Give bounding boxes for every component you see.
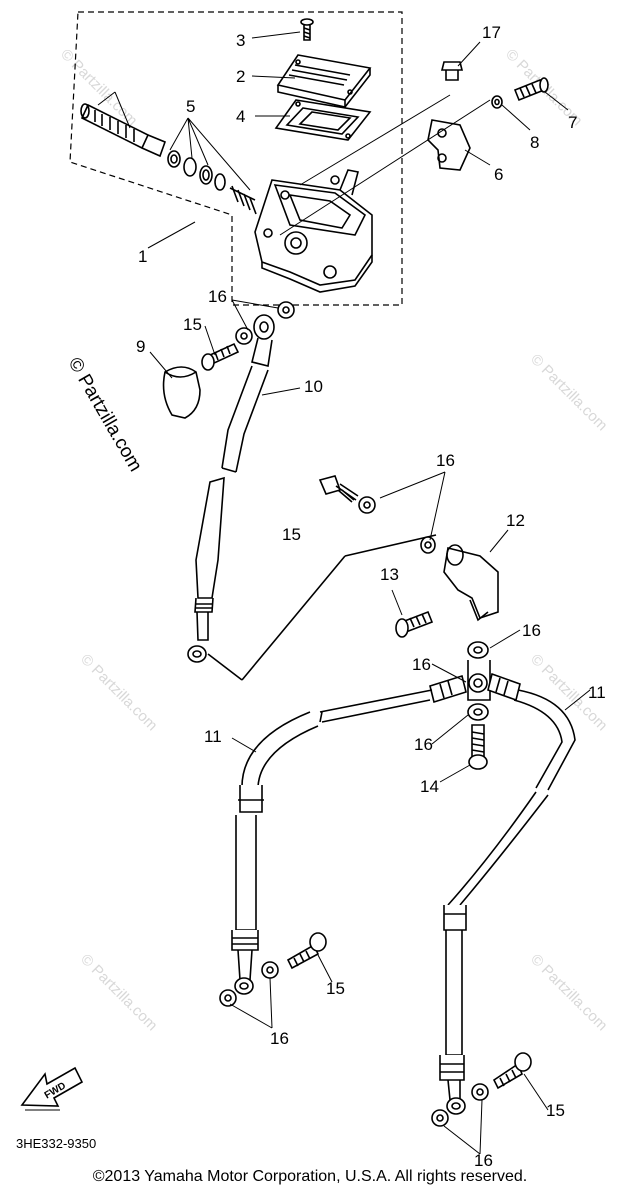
callout-label: 15 [546, 1101, 565, 1120]
screw-3 [300, 18, 314, 41]
callout-label: 6 [494, 165, 503, 184]
fwd-arrow-icon: FWD [20, 1066, 84, 1111]
part-number-code: 3HE332-9350 [16, 1136, 96, 1151]
callout-label: 16 [522, 621, 541, 640]
watermark: © Partzilla.com [77, 951, 160, 1034]
callout-labels: 3 2 5 4 17 7 8 6 1 16 15 9 10 16 15 12 1… [136, 23, 606, 1170]
watermark: © Partzilla.com [77, 651, 160, 734]
callout-label: 15 [326, 979, 345, 998]
diaphragm-4 [274, 99, 372, 141]
bolt-7 [513, 77, 549, 102]
watermark: © Partzilla.com [527, 951, 610, 1034]
assembly-dashed-outline [69, 11, 403, 306]
callout-label: 10 [304, 377, 323, 396]
callout-label: 16 [436, 451, 455, 470]
cap-17 [440, 61, 464, 81]
callout-label: 16 [208, 287, 227, 306]
callout-label: 16 [414, 735, 433, 754]
callout-label: 16 [474, 1151, 493, 1170]
callout-label: 12 [506, 511, 525, 530]
lower-hoses-group [219, 641, 576, 1127]
leader-lines-joint [379, 471, 509, 616]
piston-kit-5 [80, 103, 257, 215]
callout-label: 2 [236, 67, 245, 86]
cover-9 [162, 366, 201, 419]
copyright-notice: ©2013 Yamaha Motor Corporation, U.S.A. A… [92, 1168, 528, 1185]
leader-lines-mid [149, 299, 301, 396]
callout-label: 13 [380, 565, 399, 584]
joint-group [318, 475, 499, 638]
callout-label: 8 [530, 133, 539, 152]
callout-label: 1 [138, 247, 147, 266]
callout-label: 7 [568, 113, 577, 132]
callout-label: 16 [270, 1029, 289, 1048]
callout-label: 9 [136, 337, 145, 356]
washer [235, 327, 253, 345]
callout-label: 11 [204, 727, 222, 746]
washer-8 [491, 95, 503, 109]
callout-label: 3 [236, 31, 245, 50]
master-cylinder-assembly [80, 18, 549, 293]
callout-label: 4 [236, 107, 245, 126]
callout-label: 15 [282, 525, 301, 544]
reservoir-cap-2 [276, 54, 372, 108]
leader-lines-upper [97, 31, 569, 249]
watermark: © Partzilla.com [527, 351, 610, 434]
callout-label: 14 [420, 777, 439, 796]
callout-label: 15 [183, 315, 202, 334]
callout-label: 11 [588, 683, 606, 702]
callout-label: 17 [482, 23, 501, 42]
upper-hose-group [162, 301, 437, 681]
washer [277, 301, 295, 319]
clamp-6 [427, 119, 471, 171]
callout-label: 16 [412, 655, 431, 674]
watermark-main: © Partzilla.com [64, 354, 146, 475]
leader-lines-lower [229, 629, 591, 1155]
master-cylinder-body [254, 169, 373, 293]
callout-label: 5 [186, 97, 195, 116]
